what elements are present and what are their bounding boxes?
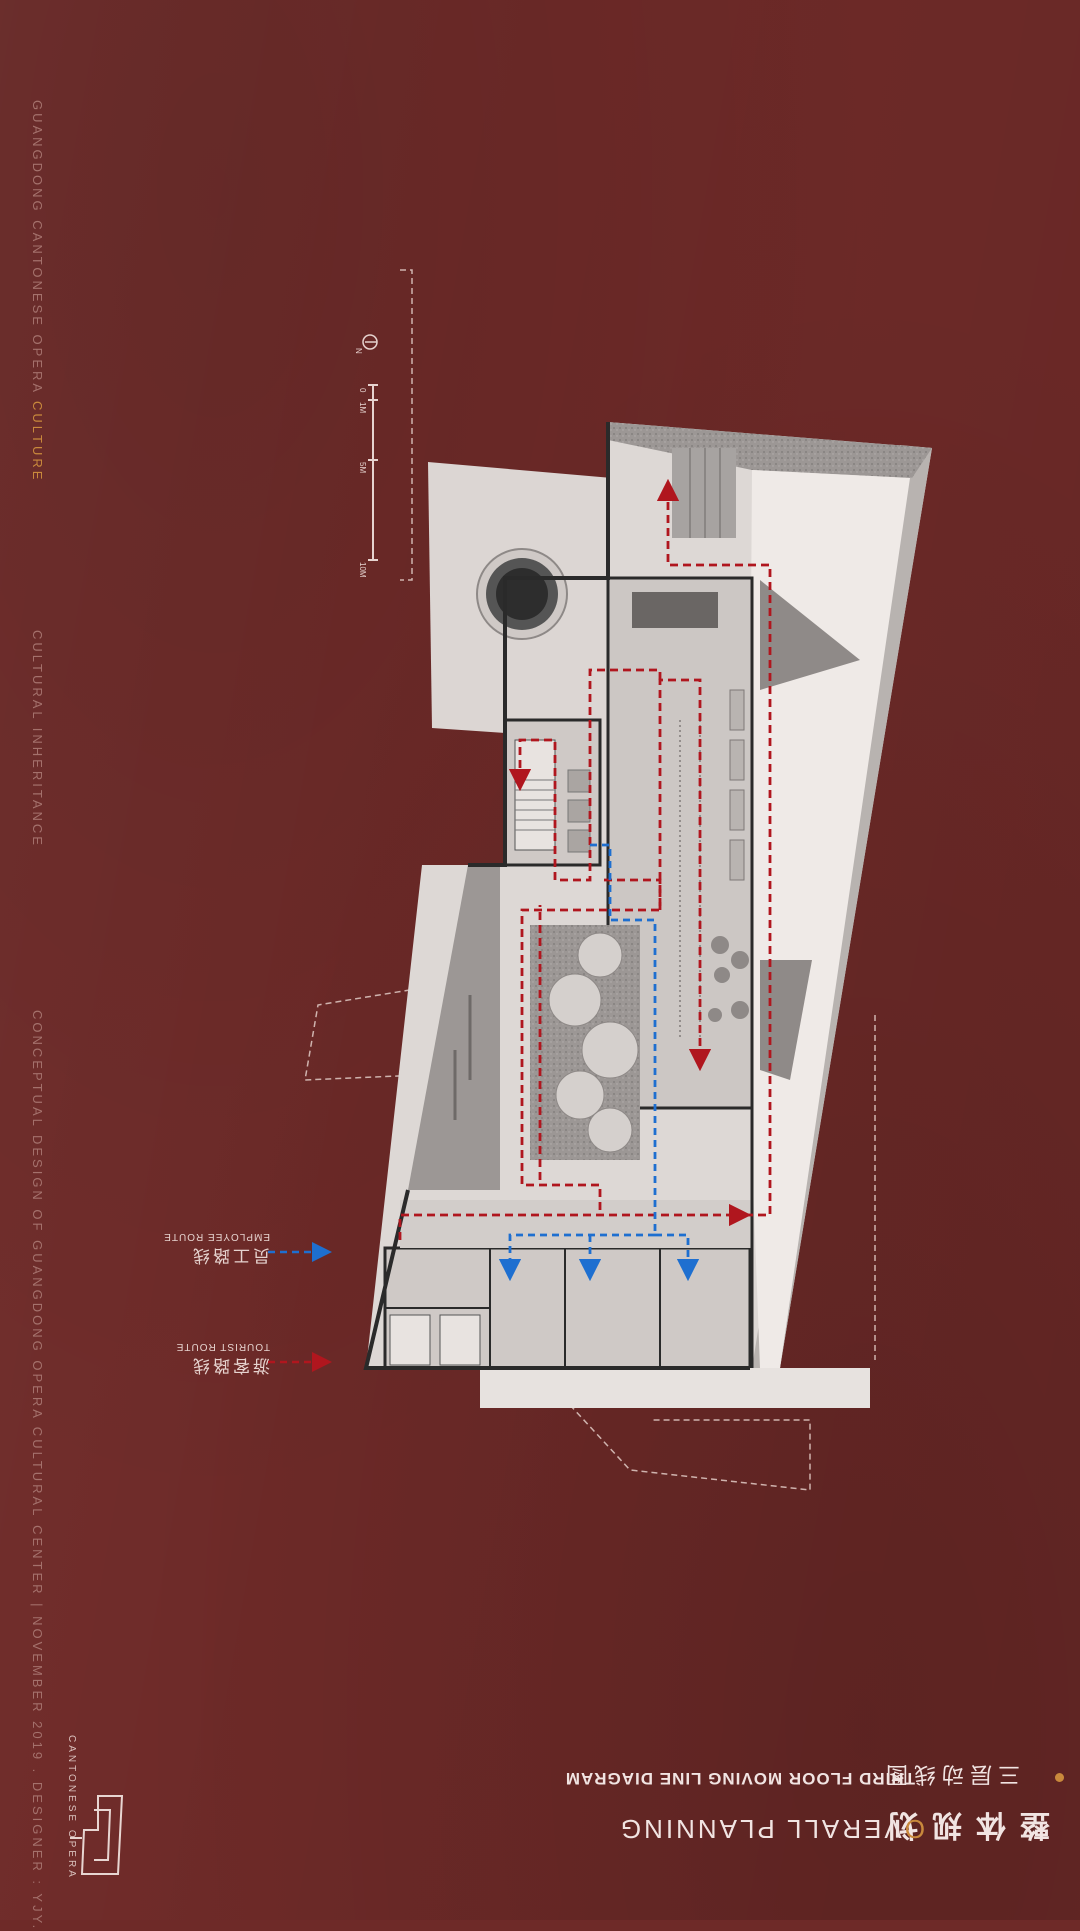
podium-strip [480, 1368, 870, 1408]
side-text-3: CONCEPTUAL DESIGN OF [30, 1010, 45, 1241]
corridor [400, 1200, 752, 1248]
side-text-1: GUANGDONG CANTONESE OPERA [30, 100, 45, 401]
terrace-west [408, 865, 500, 1190]
scale-label-3: 10M [358, 562, 367, 578]
lounge-seating [708, 936, 749, 1022]
tourist-route [398, 478, 772, 1240]
scale-bar: 0 1M 5M 10M N [354, 334, 378, 578]
side-title-inheritance: CULTURAL INHERITANCE [30, 630, 45, 848]
side-title-credits: CONCEPTUAL DESIGN OF GUANGDONG OPERA CUL… [30, 1010, 45, 1931]
employee-route [498, 843, 700, 1282]
side-text-3-post: CENTER | NOVEMBER 2019 . DESIGNER : YJY. [30, 1518, 45, 1931]
scale-label-2: 5M [358, 462, 367, 473]
north-label: N [354, 348, 363, 354]
side-text-3-highlight: GUANGDONG OPERA CULTURAL [30, 1240, 45, 1519]
logo-text: CANTONESE OPERA [66, 1735, 77, 1880]
side-title-culture: GUANGDONG CANTONESE OPERA CULTURE [30, 100, 45, 482]
scale-label-1: 1M [358, 402, 367, 413]
overhang-outlines [304, 269, 876, 1491]
staircase-top [672, 448, 736, 538]
reception-desk [632, 592, 718, 628]
display-cases [729, 689, 745, 881]
scale-label-0: 0 [358, 388, 367, 393]
cantonese-opera-logo [70, 1795, 124, 1875]
side-text-1-highlight: CULTURE [30, 400, 45, 483]
